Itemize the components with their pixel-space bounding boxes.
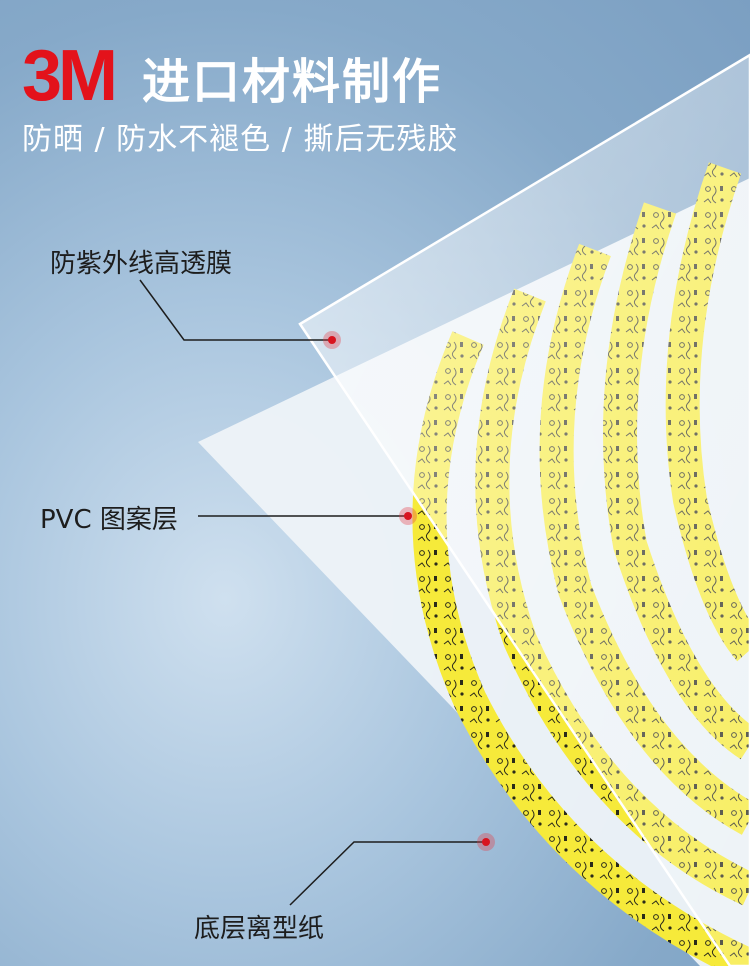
svg-text:3M: 3M bbox=[22, 42, 114, 106]
marker-dot-icon bbox=[399, 507, 417, 525]
3m-logo-icon: 3M bbox=[22, 42, 118, 106]
marker-dot-icon bbox=[323, 331, 341, 349]
callout-line-film bbox=[139, 279, 330, 341]
marker-dot-icon bbox=[477, 833, 495, 851]
label-uv-film: 防紫外线高透膜 bbox=[50, 249, 233, 279]
label-release-liner: 底层离型纸 bbox=[194, 914, 325, 944]
label-pvc-layer: PVC 图案层 bbox=[40, 505, 178, 535]
feature-subline: 防晒 / 防水不褪色 / 撕后无残胶 bbox=[22, 122, 459, 157]
headline: 进口材料制作 bbox=[142, 54, 443, 110]
uv-film-sheet bbox=[298, 53, 750, 966]
callout-line-liner bbox=[289, 841, 486, 906]
